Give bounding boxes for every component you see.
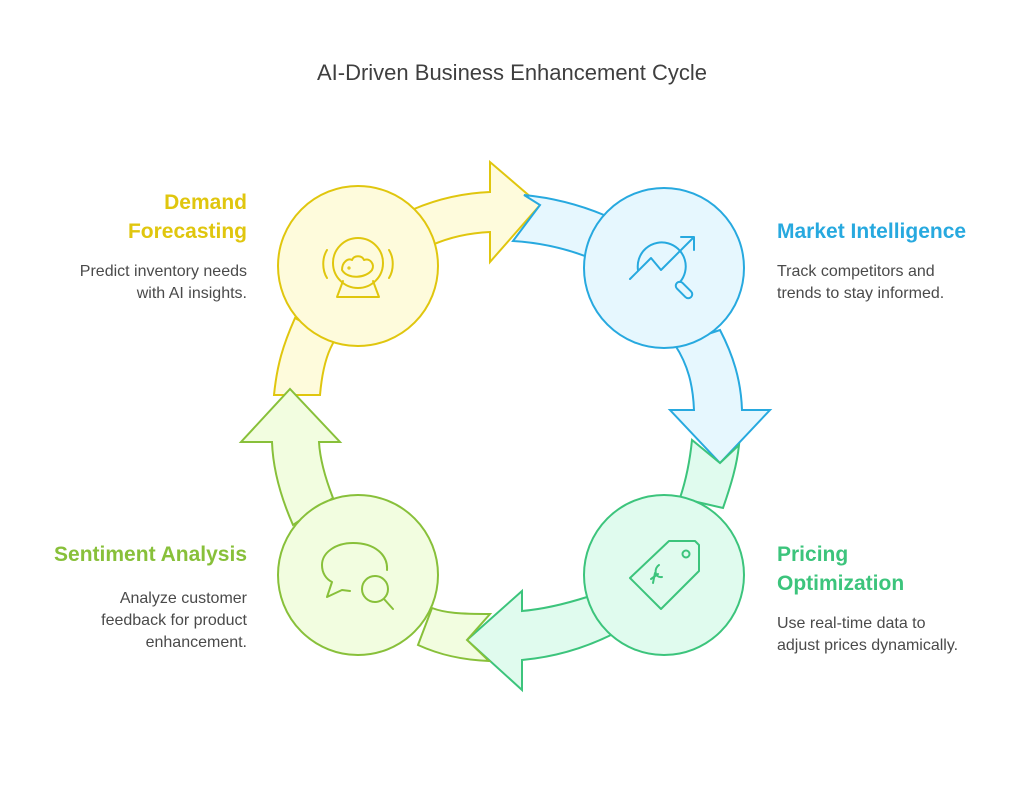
stage-title-market: Market Intelligence: [777, 220, 967, 243]
stage-desc-sentiment: Analyze customer feedback for product en…: [101, 590, 247, 651]
arrow-body-pricing-top: [678, 438, 741, 510]
stage-circle-pricing: [583, 494, 745, 656]
stage-circle-demand: [277, 185, 439, 347]
price-tag-icon: [629, 540, 700, 610]
diagram-title: AI-Driven Business Enhancement Cycle: [316, 60, 708, 85]
stage-desc-demand: Predict inventory needs with AI insights…: [79, 263, 247, 302]
stage-title-pricing: Pricing Optimization: [777, 543, 905, 595]
stage-title-sentiment: Sentiment Analysis: [54, 543, 247, 566]
chat-search-icon: [321, 542, 394, 610]
arrow-market-to-pricing: [667, 328, 773, 465]
arrow-pricing-to-sentiment: [465, 588, 615, 693]
arrow-body-sentiment-bottom: [416, 606, 493, 663]
stage-circle-sentiment: [277, 494, 439, 656]
stage-desc-pricing: Use real-time data to adjust prices dyna…: [777, 615, 959, 654]
arrow-sentiment-to-demand: [238, 387, 343, 527]
stage-title-demand: Demand Forecasting: [127, 191, 247, 243]
stage-desc-market: Track competitors and trends to stay inf…: [777, 263, 945, 302]
crystal-ball-icon: [322, 237, 394, 298]
trend-search-icon: [629, 236, 695, 300]
